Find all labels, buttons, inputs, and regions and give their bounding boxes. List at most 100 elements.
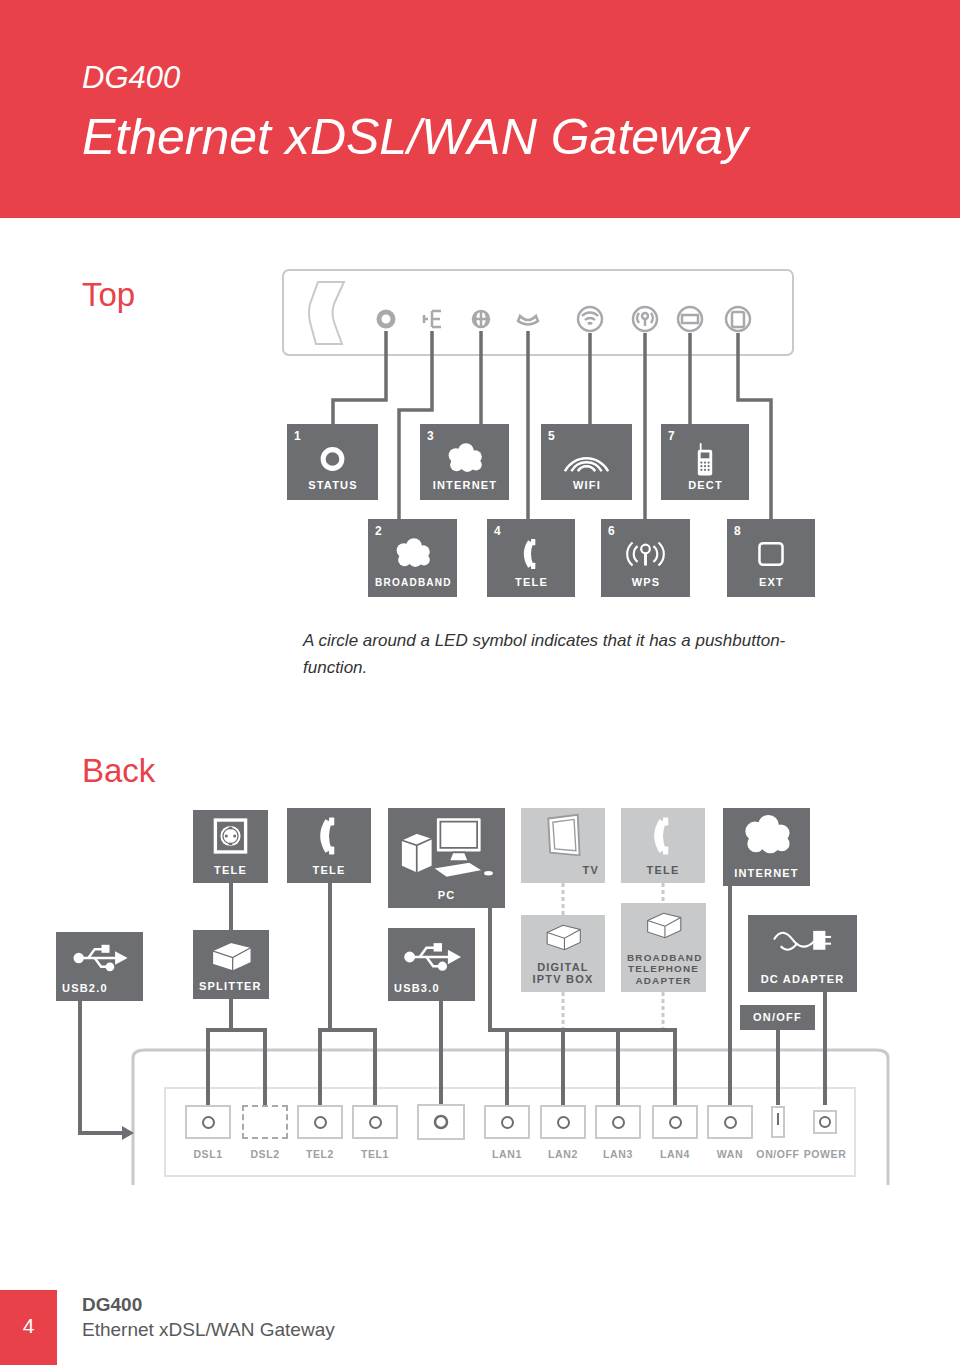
- cloud-icon: [368, 536, 457, 572]
- box-label: BROADBAND TELEPHONE ADAPTER: [627, 952, 700, 986]
- wifi-icon: [578, 466, 595, 471]
- port: WAN: [698, 1105, 762, 1160]
- led-leader-lines: [643, 333, 647, 519]
- router-back-housing: [133, 1050, 888, 1185]
- router-top: [309, 282, 344, 344]
- tv-icon: [548, 815, 579, 855]
- port-frame: [707, 1105, 753, 1139]
- port-frame: [242, 1105, 288, 1139]
- callout-number: 4: [494, 525, 569, 539]
- led-leader-lines: [688, 333, 692, 424]
- pc-icon: [388, 812, 505, 882]
- port-contact: [669, 1116, 682, 1129]
- device-box: TV: [521, 808, 605, 883]
- port-socket: [595, 1105, 641, 1139]
- box-icon: [621, 906, 706, 942]
- socket-icon: [225, 834, 228, 837]
- connector-layer: [208, 883, 825, 1105]
- led-leader-lines: [333, 331, 386, 424]
- model-name: DG400: [82, 60, 180, 96]
- port-socket: [185, 1105, 231, 1139]
- dect-icon: [700, 465, 702, 467]
- port-label: DSL2: [250, 1148, 279, 1160]
- dashed-connector: [662, 883, 665, 903]
- dect-icon: [704, 469, 706, 471]
- usb3-port: [435, 1116, 447, 1128]
- box-icon: [213, 942, 252, 971]
- footer-model: DG400: [82, 1294, 142, 1316]
- led-icons: [379, 307, 750, 331]
- port-frame: [595, 1105, 641, 1139]
- wifi-icon: [571, 462, 601, 471]
- port-contact: [557, 1116, 570, 1129]
- dect-icon: [701, 453, 710, 459]
- pc-icon: [401, 833, 433, 873]
- wifi-icon: [565, 458, 608, 471]
- usb3-port: [418, 1000, 464, 1139]
- cloud-icon: [418, 554, 430, 566]
- tele-icon: [287, 814, 371, 858]
- page-number: 4: [0, 1314, 57, 1338]
- connector-line: [208, 999, 231, 1105]
- note: A circle around a LED symbol indicates t…: [303, 627, 793, 681]
- box-icon: [193, 934, 269, 976]
- dect-icon: [698, 450, 712, 476]
- device-box: PC: [388, 808, 505, 908]
- cloud-icon: [405, 547, 419, 561]
- ext-icon: [727, 536, 815, 572]
- port-label: TEL2: [306, 1148, 334, 1160]
- dect-icon: [704, 465, 706, 467]
- dect-icon: [700, 469, 702, 471]
- port-socket: [540, 1105, 586, 1139]
- socket-icon: [217, 822, 244, 851]
- pc-icon: [436, 817, 482, 852]
- led-icons: [732, 312, 744, 327]
- router-back-housing: [133, 1050, 888, 1185]
- usb3-port: [439, 1000, 443, 1105]
- led-icons: [518, 316, 538, 325]
- device-box: TELE: [193, 810, 268, 883]
- usb-icon: [426, 957, 439, 966]
- led-icons: [423, 311, 441, 327]
- tele-icon: [329, 818, 334, 826]
- usb-icon: [107, 964, 113, 970]
- usb2-arrow: [122, 1126, 134, 1140]
- port-label: POWER: [804, 1148, 847, 1160]
- box-icon: [648, 918, 681, 938]
- port: TEL2: [288, 1105, 352, 1160]
- callout-number: 5: [548, 430, 626, 444]
- led-icons: [678, 307, 702, 331]
- wps-icon: [627, 542, 664, 565]
- dc-icon: [814, 932, 824, 949]
- usb-icon: [56, 938, 143, 978]
- led-icons: [473, 311, 489, 327]
- device-box: TELE: [287, 808, 371, 883]
- led-leader-lines: [588, 333, 592, 424]
- socket-icon: [193, 815, 268, 857]
- router-back-housing: [165, 1088, 855, 1176]
- box-label: DC ADAPTER: [754, 973, 851, 986]
- tv-icon: [521, 813, 605, 859]
- switch-lever: [777, 1113, 779, 1125]
- port-contact: [501, 1116, 514, 1129]
- device-box: USB3.0: [388, 928, 475, 1001]
- wps-icon: [641, 545, 650, 554]
- usb-icon: [405, 944, 458, 969]
- box-label: USB2.0: [62, 982, 137, 995]
- led-icons: [726, 307, 750, 331]
- port-contact: [819, 1116, 831, 1128]
- section-heading: Back: [82, 752, 155, 790]
- wps-icon: [627, 542, 632, 565]
- usb-icon: [79, 957, 117, 959]
- pc-icon: [401, 817, 494, 877]
- wifi-icon: [565, 458, 608, 471]
- pc-icon: [449, 852, 468, 861]
- connector-line: [229, 883, 233, 930]
- port-socket: [707, 1105, 753, 1139]
- port-socket: [352, 1105, 398, 1139]
- box-label: EXT: [734, 576, 809, 589]
- box-label: PC: [394, 889, 499, 902]
